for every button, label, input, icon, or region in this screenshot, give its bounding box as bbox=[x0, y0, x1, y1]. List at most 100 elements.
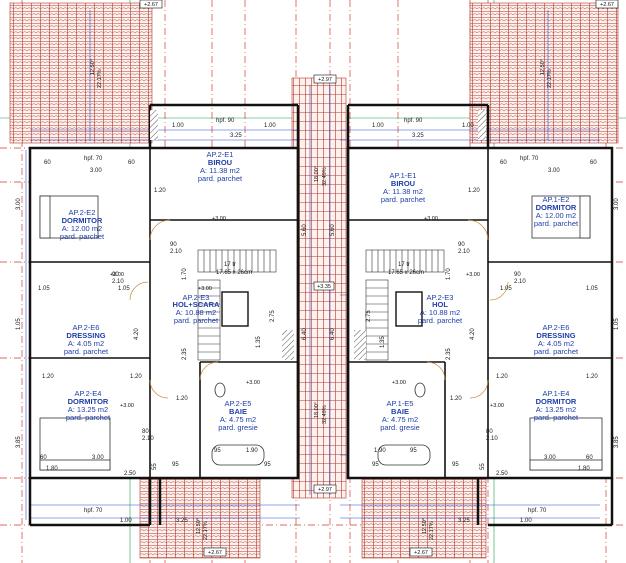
room-area: A: 4.75 m2 bbox=[382, 415, 418, 424]
room-finish: pard. parchet bbox=[66, 413, 111, 422]
room-label-ap2-e2: AP.2-E2 DORMITOR A: 12.00 m2 pard. parch… bbox=[60, 208, 105, 241]
dim-text: 1.90 bbox=[246, 448, 258, 454]
door-swings bbox=[129, 219, 509, 399]
dim-text: 1.80 bbox=[578, 466, 590, 472]
dim-text: 3.85 bbox=[16, 436, 22, 448]
room-label-ap2-e1: AP.2-E1 BIROU A: 11.38 m2 pard. parchet bbox=[198, 150, 243, 183]
room-name: BAIE bbox=[391, 407, 409, 416]
stair-ap1-count: 17 tr bbox=[398, 262, 410, 268]
room-label-ap1-e1: AP.1-E1 BIROU A: 11.38 m2 pard. parchet bbox=[381, 171, 426, 204]
dimension-texts-vertical: 3.00 1.05 3.85 4.20 3.00 1.05 3.85 4.20 … bbox=[16, 198, 620, 470]
dim-text: 60 bbox=[590, 160, 597, 166]
dim-text: 3.00 bbox=[16, 198, 22, 210]
room-label-ap1-e3: AP.2-E3 HOL A: 10.88 m2 pard. parchet bbox=[418, 293, 463, 325]
room-area: A: 13.25 m2 bbox=[536, 405, 576, 414]
dimension-texts: 1.00 3.25 1.00 1.00 3.25 1.00 60 3.00 60… bbox=[38, 123, 598, 524]
stair-ap2-count: 17 tr bbox=[224, 262, 236, 268]
dim-text: 95 bbox=[452, 462, 459, 468]
dim-text: 2.50 bbox=[496, 471, 508, 477]
dim-text: 6.40 bbox=[302, 328, 308, 340]
slope-labels: 12.50° 22.17% 12.50° 22.17% 18.00° 32.49… bbox=[90, 59, 553, 540]
room-finish: pard. parchet bbox=[418, 316, 463, 325]
slope-pct-core-bottom: 32.49% bbox=[322, 405, 328, 424]
level-floor-3: +3.00 bbox=[110, 272, 124, 278]
room-code: AP.2-E3 bbox=[427, 293, 454, 302]
level-ridge-bottom-left: +2.67 bbox=[208, 550, 222, 556]
room-area: A: 12.00 m2 bbox=[536, 211, 576, 220]
slope-pct-left: 22.17% bbox=[97, 69, 103, 88]
room-area: A: 4.75 m2 bbox=[220, 415, 256, 424]
dim-text: 4.20 bbox=[134, 328, 140, 340]
level-floor-5: +3.00 bbox=[198, 286, 212, 292]
dim-text: 55 bbox=[152, 463, 158, 470]
dim-text: 95 bbox=[264, 462, 271, 468]
room-name: DRESSING bbox=[66, 331, 105, 340]
level-ridge-top-left: +2.67 bbox=[144, 2, 158, 8]
dim-text: 95 bbox=[172, 462, 179, 468]
dim-text: 3.00 bbox=[614, 198, 620, 210]
room-area: A: 11.38 m2 bbox=[200, 166, 240, 175]
dim-text: 1.00 bbox=[264, 123, 276, 129]
dim-text: 1.90 bbox=[374, 448, 386, 454]
room-label-ap1-e4: AP.1-E4 DORMITOR A: 13.25 m2 pard. parch… bbox=[534, 389, 579, 422]
dim-text: 1.70 bbox=[446, 268, 452, 280]
stair-ap1-size: 17.65 x 26cm bbox=[388, 270, 424, 276]
dim-text: 5.60 bbox=[302, 224, 308, 236]
room-code: AP.2-E5 bbox=[225, 399, 252, 408]
room-area: A: 10.88 m2 bbox=[176, 308, 216, 317]
hpf-bottom-right: hpf. 70 bbox=[528, 508, 547, 514]
dim-text: 4.20 bbox=[470, 328, 476, 340]
dim-text: 95 bbox=[214, 448, 221, 454]
dim-text: 80 bbox=[142, 429, 149, 435]
dim-text: 1.05 bbox=[16, 318, 22, 330]
room-name: BIROU bbox=[391, 179, 415, 188]
dim-text: 95 bbox=[410, 448, 417, 454]
room-area: A: 13.25 m2 bbox=[68, 405, 108, 414]
dim-text: 2.10 bbox=[486, 436, 498, 442]
dim-text: 2.35 bbox=[446, 348, 452, 360]
level-markers: +2.67 +2.67 +2.97 +2.97 +2.67 +2.67 +3.3… bbox=[110, 0, 619, 557]
dim-text: 1.00 bbox=[520, 518, 532, 524]
room-name: DORMITOR bbox=[536, 397, 577, 406]
room-label-ap1-e6: AP.2-E6 DRESSING A: 4.05 m2 pard. parche… bbox=[534, 323, 579, 356]
room-name: DORMITOR bbox=[68, 397, 109, 406]
dim-text: 1.20 bbox=[154, 188, 166, 194]
level-floor-7: +3.00 bbox=[392, 380, 406, 386]
room-code: AP.2-E2 bbox=[69, 208, 96, 217]
dim-text: 80 bbox=[486, 429, 493, 435]
stair-labels: 17 tr 17.65 x 26cm 17 tr 17.65 x 26cm bbox=[216, 262, 424, 276]
hpf-side-left: hpf. 70 bbox=[84, 156, 103, 162]
hpf-labels: hpf. 90 hpf. 90 hpf. 70 hpf. 70 hpf. 70 … bbox=[84, 118, 547, 514]
room-finish: pard. parchet bbox=[64, 347, 109, 356]
room-label-ap2-e3: AP.2-E3 HOL+SCARA A: 10.88 m2 pard. parc… bbox=[173, 293, 220, 325]
room-area: A: 4.05 m2 bbox=[68, 339, 104, 348]
dim-text: 2.10 bbox=[458, 249, 470, 255]
room-code: AP.2-E6 bbox=[543, 323, 570, 332]
dim-text: 5.60 bbox=[330, 224, 336, 236]
room-label-ap1-e2: AP.1-E2 DORMITOR A: 12.00 m2 pard. parch… bbox=[534, 195, 579, 228]
slope-angle-bottom-left: 12.50° bbox=[196, 518, 202, 534]
slope-pct-bottom-left: 22.17% bbox=[203, 521, 209, 540]
dim-text: 1.00 bbox=[120, 518, 132, 524]
dim-text: 95 bbox=[372, 462, 379, 468]
dim-text: 90 bbox=[458, 242, 465, 248]
dim-text: 2.50 bbox=[124, 471, 136, 477]
room-code: AP.1-E2 bbox=[543, 195, 570, 204]
dim-text: 1.20 bbox=[130, 374, 142, 380]
room-code: AP.1-E4 bbox=[543, 389, 570, 398]
room-area: A: 12.00 m2 bbox=[62, 224, 102, 233]
dim-text: 1.05 bbox=[500, 286, 512, 292]
stair-ap2 bbox=[197, 249, 277, 361]
dim-text: 2.75 bbox=[270, 310, 276, 322]
room-name: BIROU bbox=[208, 158, 232, 167]
dim-text: 3.00 bbox=[90, 168, 102, 174]
dim-text: 1.20 bbox=[468, 188, 480, 194]
dim-text: 60 bbox=[40, 455, 47, 461]
dim-text: 1.05 bbox=[38, 286, 50, 292]
dim-text: 2.35 bbox=[182, 348, 188, 360]
roof-tiles bbox=[9, 2, 619, 559]
slope-pct-right: 22.17% bbox=[547, 69, 553, 88]
room-code: AP.2-E1 bbox=[207, 150, 234, 159]
level-core: +3.35 bbox=[317, 284, 331, 290]
